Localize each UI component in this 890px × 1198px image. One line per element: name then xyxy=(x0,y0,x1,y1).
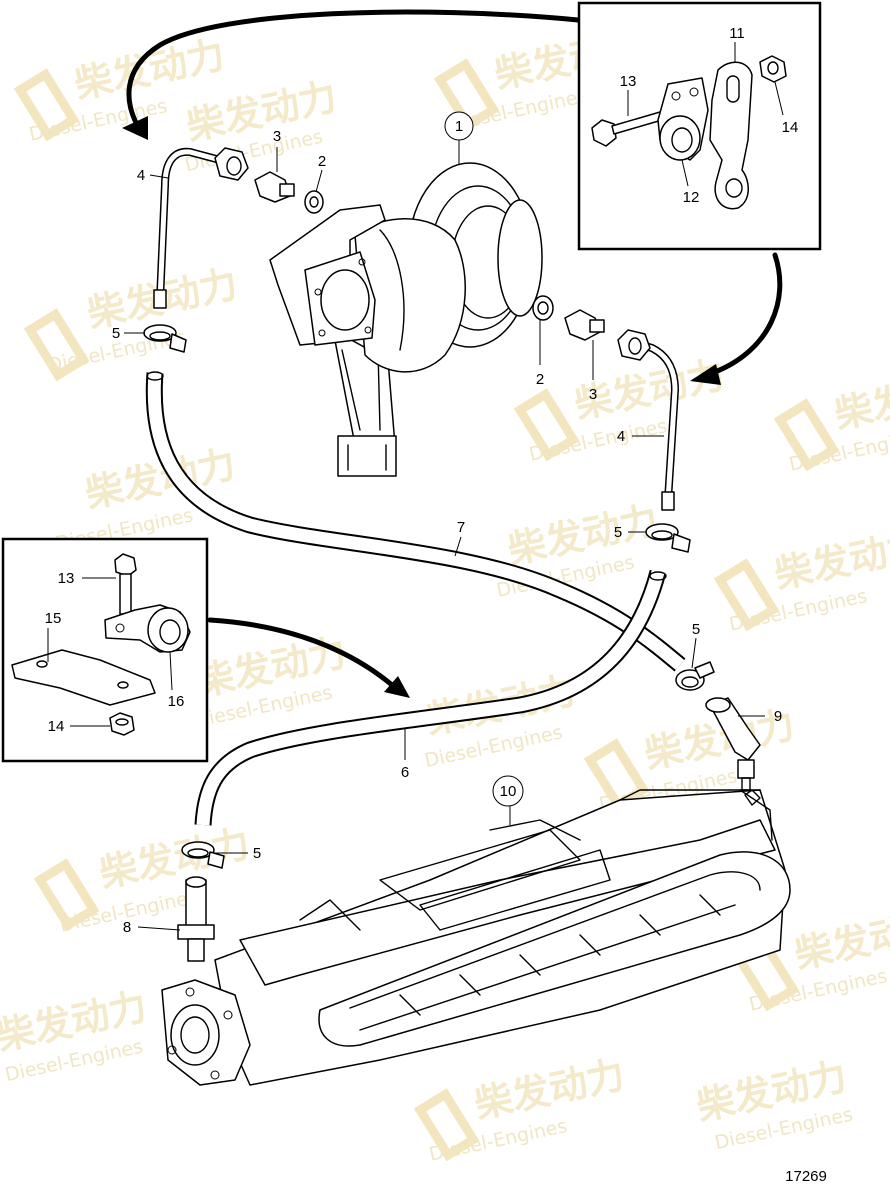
watermark-8: 柴发动力 Diesel-Engines xyxy=(495,498,662,602)
bolt-13-left xyxy=(114,553,137,615)
connector-8 xyxy=(177,876,215,962)
inset-bracket-left xyxy=(1,537,209,763)
callout-10: 10 xyxy=(492,775,524,807)
callout-7: 7 xyxy=(457,519,465,536)
charge-air-cooler xyxy=(161,789,791,1086)
callout-1: 1 xyxy=(444,111,474,141)
clip-12-top xyxy=(657,77,709,161)
arrow-top-left xyxy=(126,9,581,133)
callout-3-right: 3 xyxy=(589,386,597,403)
nut-14-top xyxy=(759,55,787,83)
callout-13-top: 13 xyxy=(620,73,637,90)
callout-14-top: 14 xyxy=(782,119,799,136)
arrow-left-inset xyxy=(207,617,395,688)
svg-text:柴发动力: 柴发动力 xyxy=(771,522,890,597)
hose-clamp-lower-left xyxy=(181,841,225,869)
arrow-head-left-inset xyxy=(384,676,410,698)
svg-text:柴发动力: 柴发动力 xyxy=(471,1052,629,1127)
oil-pipe-right xyxy=(630,338,679,511)
callout-2-top: 2 xyxy=(318,153,326,170)
callout-8: 8 xyxy=(123,919,131,936)
svg-text:柴发动力: 柴发动力 xyxy=(71,32,229,107)
hose-7 xyxy=(145,371,686,672)
watermark-9: 柴发动力 Diesel-Engines xyxy=(713,522,890,636)
arrow-head-top-left xyxy=(122,116,148,140)
watermark-15: 柴发动力 Diesel-Engines xyxy=(0,984,151,1086)
inset-bracket-top xyxy=(577,1,822,251)
union-3-left xyxy=(254,171,295,203)
washer-2-right xyxy=(532,295,554,321)
callout-5-upper-right: 5 xyxy=(614,524,622,541)
svg-text:10: 10 xyxy=(500,783,517,800)
watermark-13: 柴发动力 Diesel-Engines xyxy=(33,821,254,937)
watermark-5: 柴发动力 Diesel-Engines xyxy=(513,352,729,466)
callout-16-left: 16 xyxy=(168,693,185,710)
turbocharger xyxy=(269,162,543,477)
callout-5-middle-right: 5 xyxy=(692,621,700,638)
svg-text:柴发动力: 柴发动力 xyxy=(791,902,890,977)
figure-number: 17269 xyxy=(785,1168,827,1185)
arrow-head-right xyxy=(690,364,721,385)
callout-12-top: 12 xyxy=(683,189,700,206)
callout-5-lower-left: 5 xyxy=(253,845,261,862)
direction-arrows xyxy=(122,9,783,698)
watermark-4: 柴发动力 Diesel-Engines xyxy=(23,261,241,382)
callout-9: 9 xyxy=(774,708,782,725)
callout-5-upper-left: 5 xyxy=(112,325,120,342)
svg-text:柴发动力: 柴发动力 xyxy=(831,362,890,437)
callout-13-left: 13 xyxy=(58,570,75,587)
svg-text:1: 1 xyxy=(455,118,463,135)
callout-6: 6 xyxy=(401,764,409,781)
callout-labels: 1 3 2 4 5 2 3 4 5 7 5 9 6 10 5 8 13 11 1… xyxy=(45,25,799,936)
elbow-connector-9 xyxy=(705,697,761,791)
callout-3-top: 3 xyxy=(273,128,281,145)
callout-4-right: 4 xyxy=(617,428,625,445)
pipe-nut-left xyxy=(214,147,249,181)
washer-2-left xyxy=(304,190,324,214)
svg-text:柴发动力: 柴发动力 xyxy=(96,821,254,896)
watermark-6: 柴发动力 Diesel-Engines xyxy=(773,362,890,476)
callout-11-top: 11 xyxy=(729,25,745,42)
hose-6 xyxy=(194,569,667,826)
plate-15-left xyxy=(11,649,156,706)
callout-15-left: 15 xyxy=(45,610,62,627)
bracket-11-top xyxy=(709,61,753,210)
hose-clamp-middle-right xyxy=(675,661,715,691)
hose-clamp-upper-left xyxy=(143,324,187,353)
union-3-right xyxy=(564,309,605,341)
pipe-nut-right xyxy=(617,329,651,361)
oil-pipe-left xyxy=(153,147,222,309)
callout-4-left: 4 xyxy=(137,167,145,184)
callout-14-left: 14 xyxy=(48,718,65,735)
hose-clamp-upper-right xyxy=(645,523,691,553)
arrow-right xyxy=(712,252,783,375)
callout-2-right: 2 xyxy=(536,371,544,388)
watermark-16: 柴发动力 Diesel-Engines xyxy=(413,1052,629,1166)
nut-14-left xyxy=(109,712,135,736)
clip-16-left xyxy=(104,604,191,653)
leader-lines xyxy=(47,42,784,931)
watermark-17: 柴发动力 Diesel-Engines xyxy=(693,1054,855,1154)
